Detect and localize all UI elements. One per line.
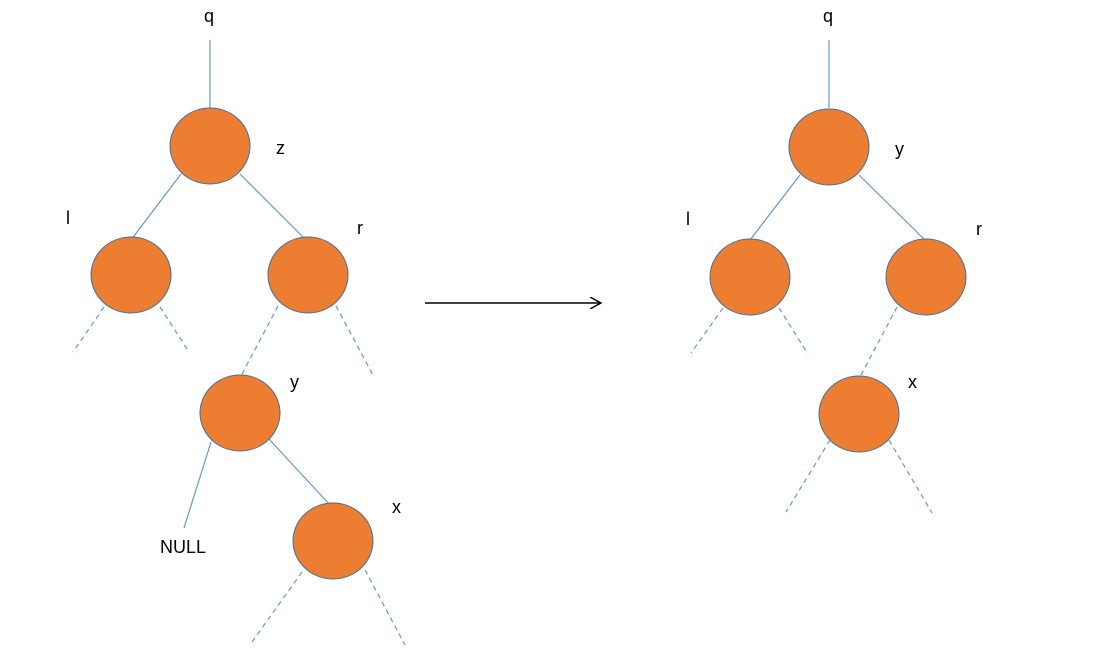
node-l-after: [709, 238, 791, 316]
label-x: x: [392, 497, 401, 517]
label-y-after: y: [895, 139, 904, 159]
edge-l-left-subtree: [72, 306, 105, 353]
edge-r-x: [859, 306, 898, 378]
edge-y-null: [183, 441, 212, 529]
edge-y-r: [858, 174, 926, 241]
edge-r-y: [240, 305, 279, 377]
edge-z-r: [239, 173, 307, 241]
label-r: r: [357, 218, 363, 238]
node-r: [267, 236, 349, 314]
edge-l-right-subtree: [159, 306, 190, 353]
label-l: l: [66, 208, 70, 228]
label-q: q: [204, 6, 214, 26]
node-x-after: [818, 375, 900, 453]
edge-y-l: [749, 174, 801, 241]
label-x-after: x: [908, 372, 917, 392]
node-y-after: [788, 108, 870, 186]
label-q-after: q: [823, 6, 833, 26]
edge-y-x: [267, 437, 331, 506]
label-z: z: [276, 138, 285, 158]
label-null: NULL: [160, 537, 206, 557]
edge-l-left-subtree-after: [690, 307, 724, 354]
label-y: y: [290, 372, 299, 392]
label-r-after: r: [976, 219, 982, 239]
edge-x-right-subtree-after: [888, 439, 933, 514]
left-tree: q z l r y x NULL: [66, 6, 406, 646]
edge-x-right-subtree: [364, 569, 406, 646]
node-y: [199, 374, 281, 452]
label-l-after: l: [686, 209, 690, 229]
edge-z-l: [130, 173, 182, 241]
node-z: [169, 107, 251, 185]
edge-x-left-subtree-after: [785, 439, 831, 513]
edge-l-right-subtree-after: [778, 307, 809, 355]
edge-x-left-subtree: [251, 571, 303, 643]
right-tree: q y l r x: [686, 6, 982, 514]
node-r-after: [885, 238, 967, 316]
edge-r-right-subtree: [335, 305, 374, 376]
node-l: [90, 236, 172, 314]
node-x: [292, 502, 374, 580]
